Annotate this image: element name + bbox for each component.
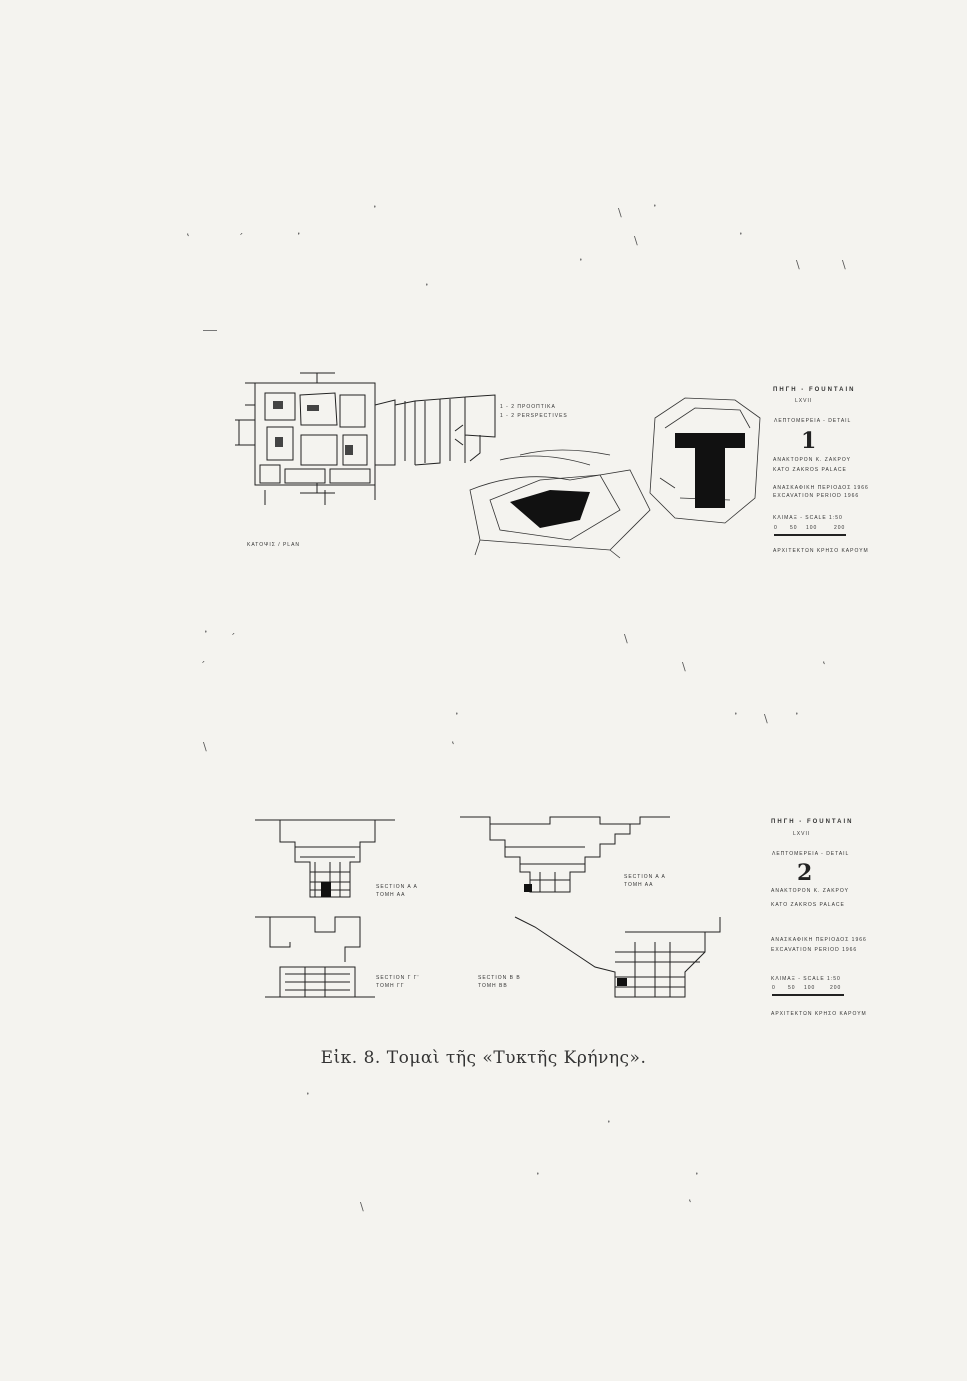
title-block-title: ΠΗΓΗ - FOUNTAIN	[773, 387, 856, 393]
excavation-period-gr: ΑΝΑΣΚΑΦΙΚΗ ΠΕΡΙΟΔΟΣ 1966	[771, 937, 867, 943]
section-drawing-gg	[255, 916, 375, 998]
ghost-accent: ᾽	[606, 1120, 612, 1133]
scale-tick: 100	[806, 525, 818, 531]
ghost-accent: \	[764, 712, 768, 725]
excavation-period-gr: ΑΝΑΣΚΑΦΙΚΗ ΠΕΡΙΟΔΟΣ 1966	[773, 485, 869, 491]
scale-tick: 0	[772, 985, 776, 991]
ghost-accent: ᾽	[203, 630, 209, 643]
section-label-gr: ΤΟΜΗ ΒΒ	[478, 983, 508, 989]
architect-credit: ΑΡΧΙΤΕΚΤΩΝ ΚΡΗΣΟ ΚΑΡΟΥΜ	[773, 548, 869, 554]
plan-label: ΚΑΤΟΨΙΣ / PLAN	[247, 542, 301, 548]
ghost-accent: ᾽	[424, 283, 430, 296]
scale-tick: 200	[830, 985, 842, 991]
ghost-accent: ᾿	[454, 712, 460, 725]
ghost-accent: ῾	[296, 232, 302, 245]
section-label-gr: ΤΟΜΗ ΑΑ	[376, 892, 406, 898]
ghost-accent: \	[618, 206, 622, 219]
title-block-subtitle: LXVII	[795, 398, 813, 404]
excavation-period-en: EXCAVATION PERIOD 1966	[773, 493, 860, 499]
palace-name-gr: ΑΝΑΚΤΟΡΟΝ Κ. ΖΑΚΡΟΥ	[773, 457, 851, 463]
ghost-accent: ᾿	[738, 232, 744, 245]
ghost-accent: ᾽	[578, 258, 584, 271]
ghost-accent: ʽ	[451, 740, 455, 753]
ghost-accent: \	[796, 258, 800, 271]
palace-name-en: KATO ZAKROS PALACE	[771, 902, 845, 908]
section-drawing-bb	[514, 916, 721, 998]
perspective-drawing-1	[469, 449, 651, 559]
architect-credit: ΑΡΧΙΤΕΚΤΩΝ ΚΡΗΣΟ ΚΑΡΟΥΜ	[771, 1011, 867, 1017]
title-block-detail: ΛΕΠΤΟΜΕΡΕΙΑ - DETAIL	[772, 851, 850, 857]
scale-tick: 50	[790, 525, 798, 531]
ghost-accent: ᾽	[794, 712, 800, 725]
perspective-drawing-2	[649, 397, 761, 524]
plan-drawing	[235, 372, 496, 505]
scale-tick: 100	[804, 985, 816, 991]
ghost-accent: ´	[230, 632, 236, 645]
ghost-accent: ᾽	[372, 205, 378, 218]
ghost-accent: ᾽	[535, 1172, 541, 1185]
title-block-detail: ΛΕΠΤΟΜΕΡΕΙΑ - DETAIL	[774, 418, 852, 424]
excavation-period-en: EXCAVATION PERIOD 1966	[771, 947, 858, 953]
ghost-accent: ᾽	[733, 712, 739, 725]
scale-tick: 50	[788, 985, 796, 991]
ghost-accent: ´	[238, 232, 244, 245]
scale-bar	[774, 534, 846, 536]
ghost-accent: ʽ	[688, 1198, 692, 1211]
perspective-label-en: 1 - 2 PERSPECTIVES	[500, 413, 568, 419]
ghost-accent: \	[624, 632, 628, 645]
ghost-accent: \	[634, 234, 638, 247]
section-drawing-aa-small	[255, 819, 395, 898]
section-label-gr: ΤΟΜΗ ΓΓ	[376, 983, 405, 989]
ghost-accent: ʽ	[822, 660, 826, 673]
drawing-number: 1	[801, 428, 817, 454]
scale-label: ΚΛΙΜΑΞ - SCALE 1:50	[771, 976, 841, 982]
figure-caption: Εἰκ. 8. Τομαὶ τῆς «Τυκτῆς Κρήνης».	[320, 1048, 647, 1068]
ghost-accent: ᾽	[694, 1172, 700, 1185]
scale-label: ΚΛΙΜΑΞ - SCALE 1:50	[773, 515, 843, 521]
section-label-en: SECTION B B	[478, 975, 521, 981]
ghost-accent: \	[842, 258, 846, 271]
ghost-accent: \	[203, 740, 207, 753]
palace-name-en: KATO ZAKROS PALACE	[773, 467, 847, 473]
ghost-accent: ´	[200, 660, 206, 673]
ghost-accent: ᾽	[652, 204, 658, 217]
scale-tick: 0	[774, 525, 778, 531]
palace-name-gr: ΑΝΑΚΤΟΡΟΝ Κ. ΖΑΚΡΟΥ	[771, 888, 849, 894]
ghost-accent: ᾽	[305, 1092, 311, 1105]
section-label-gr: ΤΟΜΗ ΑΑ	[624, 882, 654, 888]
title-block-title: ΠΗΓΗ - FOUNTAIN	[771, 819, 854, 825]
scale-tick: 200	[834, 525, 846, 531]
ghost-accent: ʽ	[186, 232, 190, 245]
title-block-subtitle: LXVII	[793, 831, 811, 837]
scale-bar	[772, 994, 844, 996]
section-drawing-aa-large	[460, 816, 670, 893]
section-label-en: SECTION A A	[624, 874, 666, 880]
ghost-dash	[203, 330, 217, 331]
perspective-label-gr: 1 - 2 ΠΡΟΟΠΤΙΚΑ	[500, 404, 556, 410]
ghost-accent: \	[682, 660, 686, 673]
ghost-accent: \	[360, 1200, 364, 1213]
section-label-en: SECTION Γ Γ'	[376, 975, 420, 981]
section-label-en: SECTION A A	[376, 884, 418, 890]
drawing-number: 2	[797, 860, 813, 886]
